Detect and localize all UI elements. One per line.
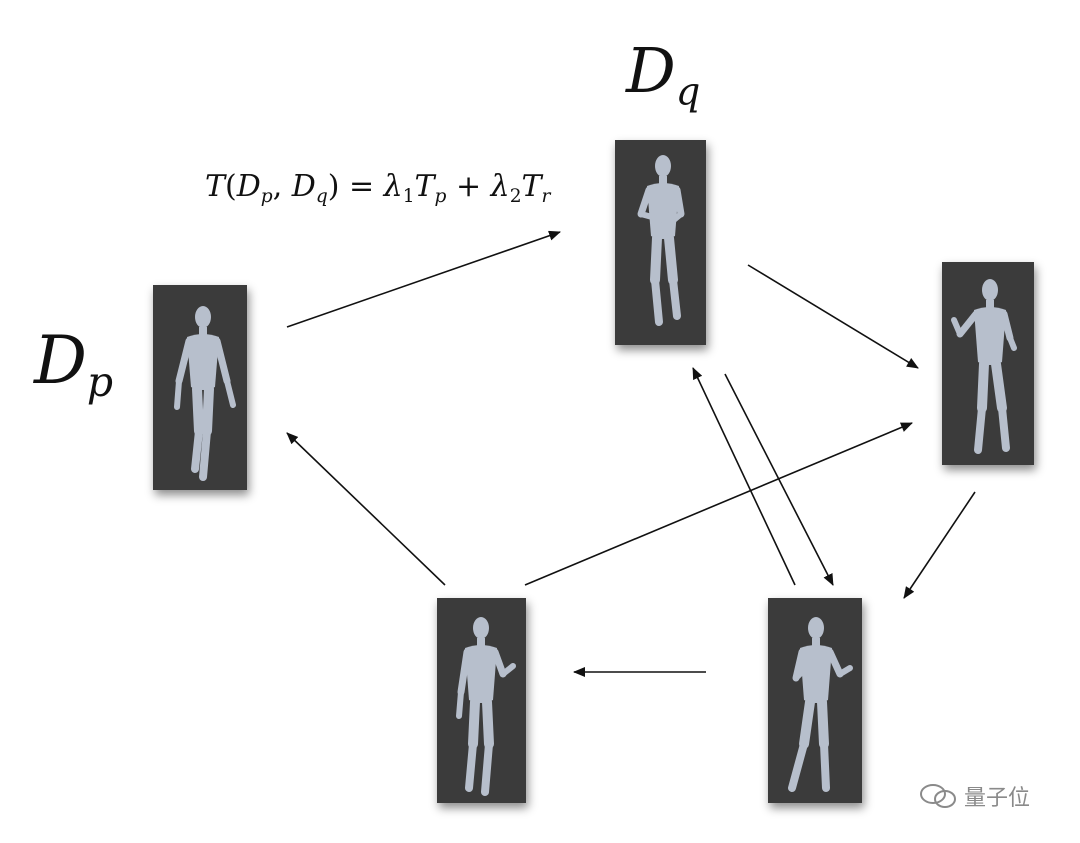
mannequin-figure-icon [456, 617, 516, 796]
pose-card-dq [615, 140, 706, 345]
arrow-dp-to-dq [286, 230, 561, 328]
arrow-dq-to-bottom-right [724, 373, 834, 586]
watermark: 量子位 [918, 780, 1030, 812]
label-dp-sub: p [86, 358, 114, 407]
pose-card-right [942, 262, 1034, 465]
watermark-text: 量子位 [964, 786, 1031, 811]
arrow-bottom-left-to-right [524, 422, 913, 586]
mannequin-figure-icon [788, 617, 853, 792]
arrow-bottom-left-to-dp [286, 432, 446, 586]
formula-tr: T [521, 169, 542, 204]
formula-lambda1: λ [383, 169, 403, 204]
mannequin-figure-icon [637, 155, 685, 326]
formula-s1: p [260, 185, 273, 207]
transition-formula: T(Dp, Dq) = λ1Tp + λ2Tr [205, 172, 550, 207]
pose-card-dp [153, 285, 247, 490]
label-dp-main: D [34, 322, 87, 399]
formula-t: T [205, 169, 226, 204]
label-dq-sub: q [675, 69, 701, 115]
formula-close: ) = [327, 169, 384, 204]
formula-lambda2: λ [490, 169, 510, 204]
arrow-right-to-bottom-right [903, 491, 976, 599]
node-label-dp: Dp [34, 328, 113, 403]
mannequin-figure-icon [951, 279, 1017, 454]
label-dq-main: D [626, 34, 676, 107]
formula-l2sub: 2 [509, 185, 522, 207]
pose-card-bottom-left [437, 598, 526, 803]
arrow-dq-to-right [747, 264, 919, 369]
formula-tpsub: p [434, 185, 447, 207]
formula-trsub: r [541, 185, 551, 207]
formula-d2: D [291, 169, 316, 204]
formula-plus: + [446, 169, 491, 204]
formula-tp: T [414, 169, 435, 204]
pose-card-bottom-right [768, 598, 862, 803]
formula-l1sub: 1 [402, 185, 415, 207]
formula-d1: D [236, 169, 261, 204]
formula-open: ( [225, 169, 237, 204]
arrow-bottom-right-to-dq [692, 367, 796, 586]
mannequin-figure-icon [174, 306, 236, 481]
wechat-logo-icon [920, 784, 956, 808]
formula-comma: , [272, 169, 292, 204]
node-label-dq: Dq [626, 40, 700, 112]
formula-s2: q [315, 185, 328, 207]
